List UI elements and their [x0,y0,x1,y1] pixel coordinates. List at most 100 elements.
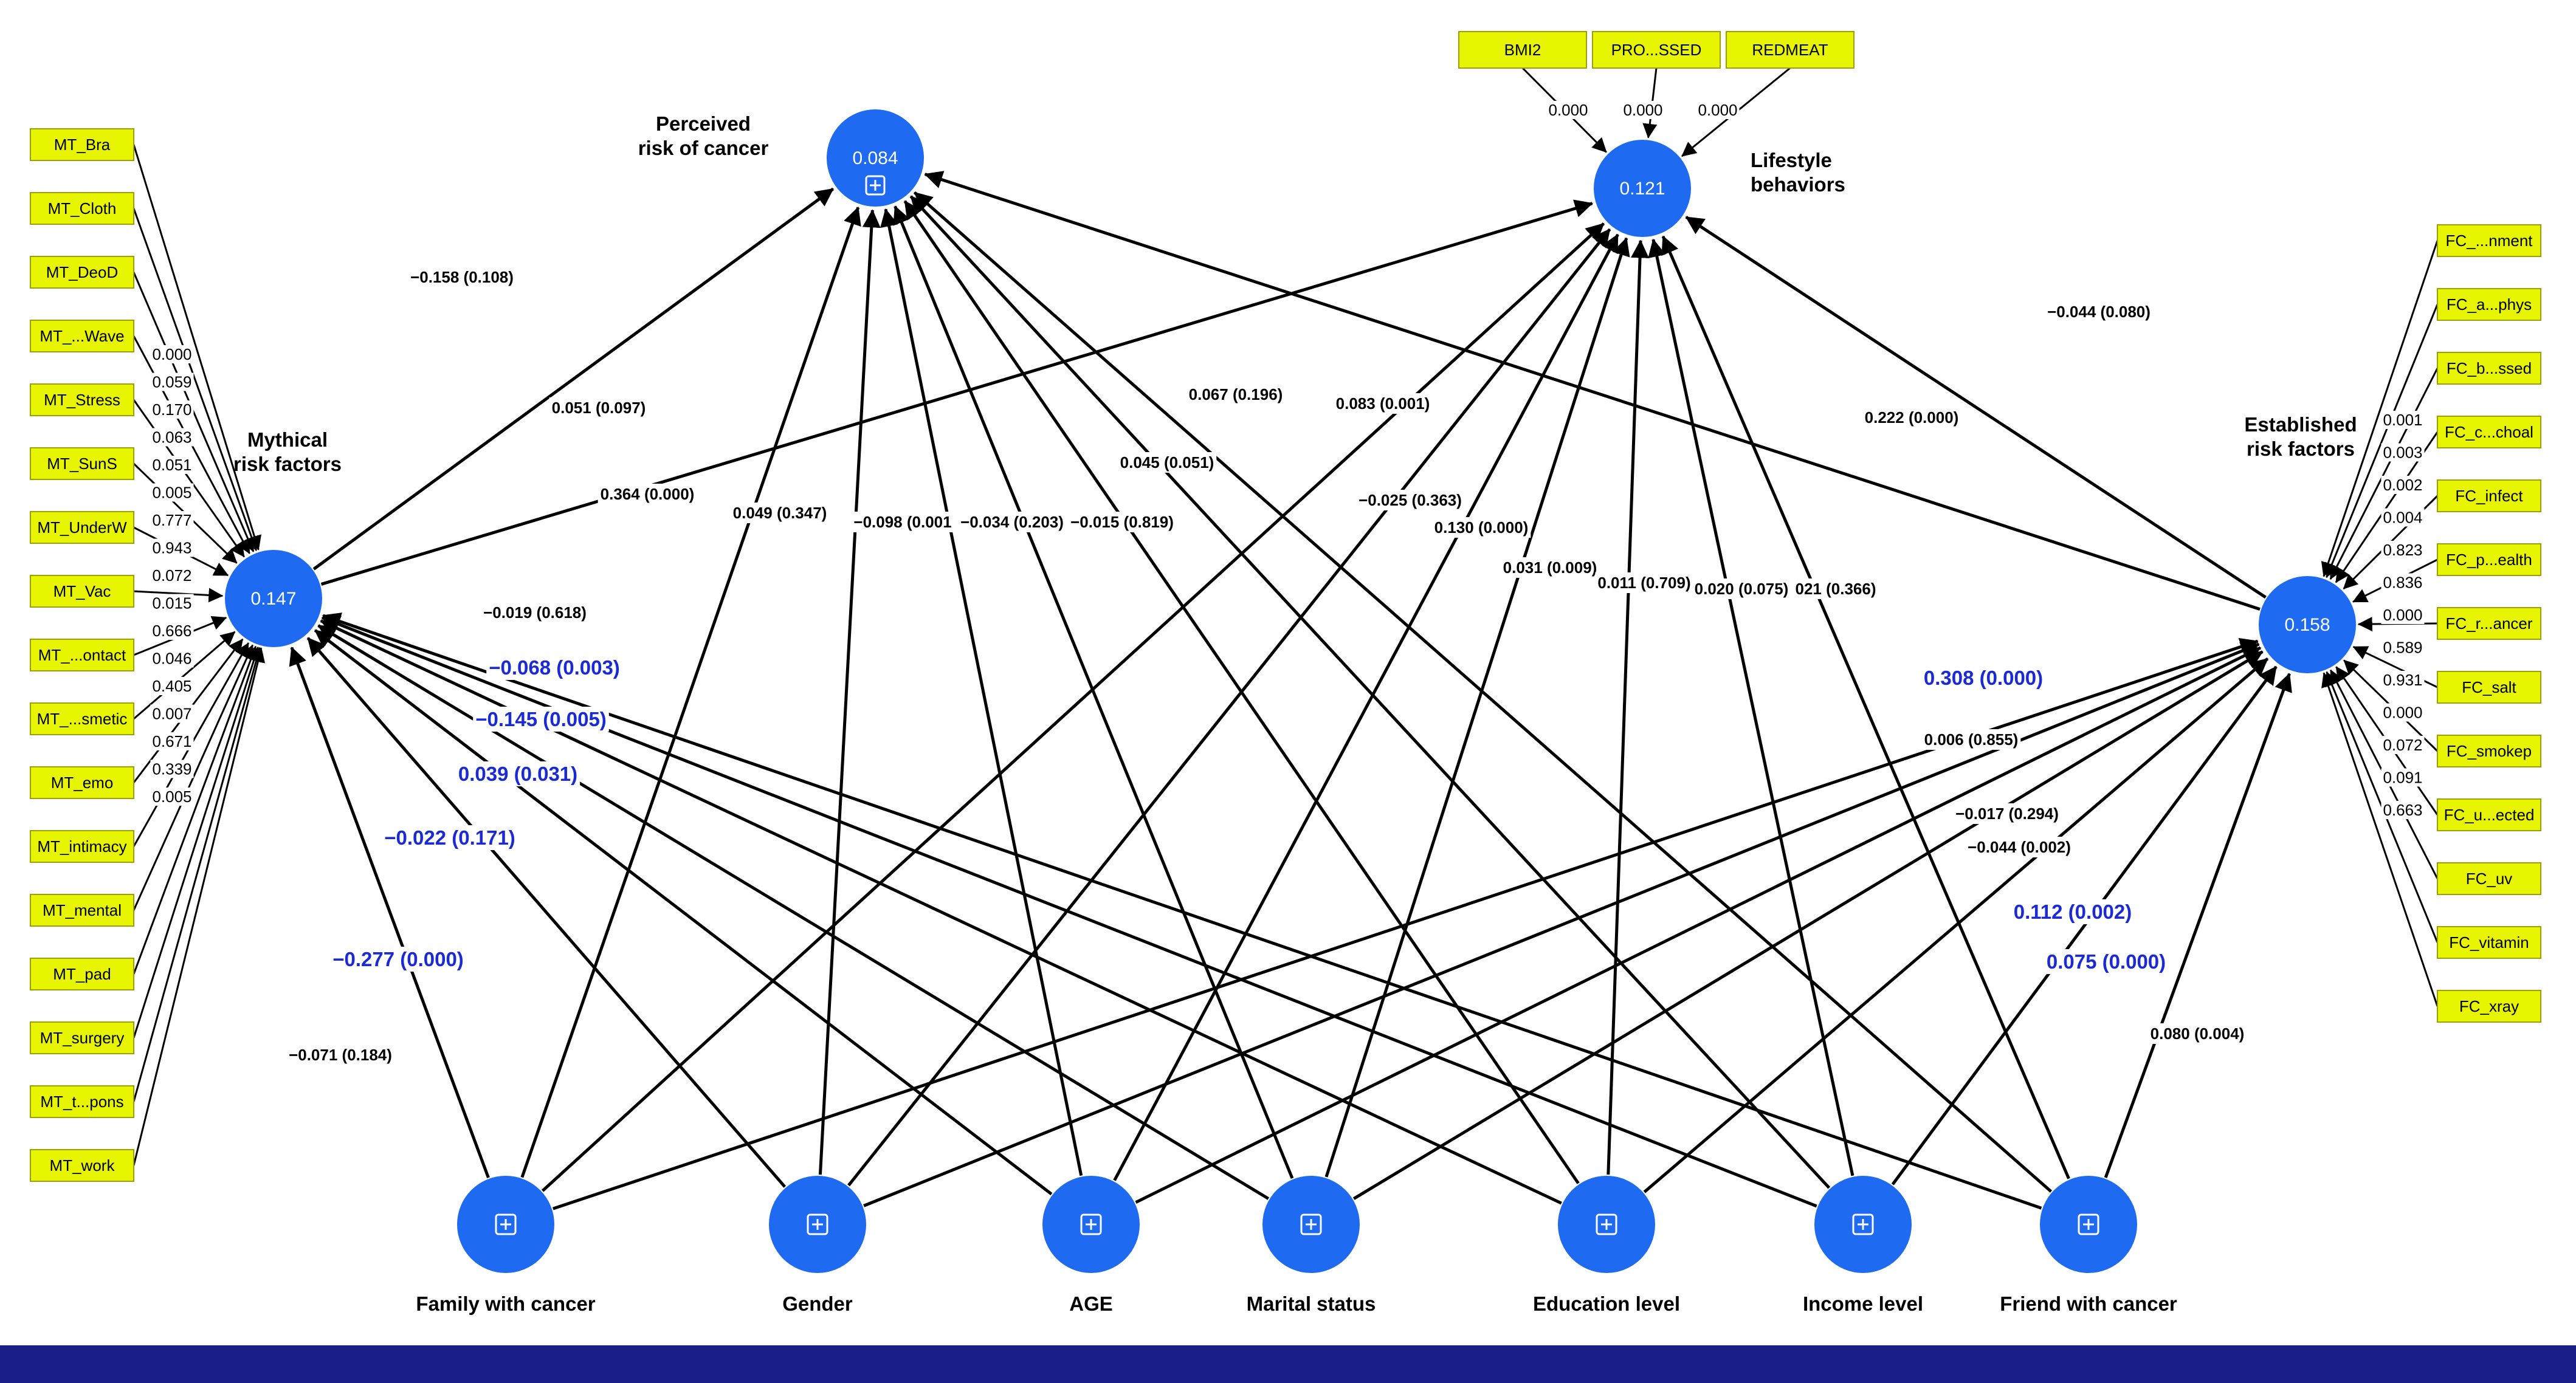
mt-loading-arrow [133,647,263,1102]
demographic-node-friend[interactable] [2040,1176,2137,1273]
path-education-to-lifestyle [1607,239,1650,1175]
fc-loading-arrow [2321,672,2439,1007]
svg-text:MT_DeoD: MT_DeoD [46,263,118,281]
fc-loading-value: 0.002 [2383,476,2422,494]
svg-text:FC_...nment: FC_...nment [2445,232,2533,250]
fc-indicator-box: FC_xray [2437,990,2541,1023]
fc-indicator-box: FC_vitamin [2437,926,2541,959]
demographic-node-family[interactable] [457,1176,554,1273]
path-age-to-lifestyle [1113,233,1619,1181]
demographic-label: Income level [1803,1292,1923,1315]
path-coefficient-income-established: 0.075 (0.000) [2047,950,2166,973]
path-model-diagram: MT_BraMT_ClothMT_DeoDMT_...WaveMT_Stress… [30,31,2541,1315]
fc-loading-value: 0.823 [2383,541,2422,559]
path-income-to-perceived [909,195,1831,1189]
mt-loading-arrow [133,208,259,552]
svg-text:FC_vitamin: FC_vitamin [2449,933,2529,952]
construct-node-established[interactable]: 0.158 [2259,576,2356,673]
path-family-to-perceived [520,206,861,1178]
path-mythical-to-perceived [312,187,835,571]
svg-text:BMI2: BMI2 [1504,41,1541,59]
fc-loading-arrow [2321,240,2439,577]
fc-loading-value: 0.000 [2383,704,2422,722]
demographic-label: AGE [1069,1292,1113,1315]
construct-node-lifestyle[interactable]: 0.121 [1594,140,1691,237]
construct-label-lifestyle: Lifestyle [1751,149,1832,171]
path-coefficient-friend-established: 0.080 (0.004) [2151,1024,2245,1043]
mt-indicator-box: MT_intimacy [30,830,134,863]
svg-text:FC_uv: FC_uv [2466,870,2513,888]
path-income-to-established [1891,665,2278,1186]
demographic-node-marital[interactable] [1262,1176,1360,1273]
mt-indicator-box: MT_UnderW [30,511,134,544]
mt-indicator-box: MT_work [30,1149,134,1182]
path-established-to-lifestyle [1685,216,2267,599]
fc-indicator-box: FC_uv [2437,862,2541,895]
path-age-to-perceived [880,208,1083,1176]
construct-label-established: Established [2244,413,2357,436]
path-coefficient-marital-established: −0.044 (0.002) [1968,838,2071,856]
demographic-node-income[interactable] [1814,1176,1912,1273]
mt-loading-value: 0.051 [152,456,191,474]
svg-text:FC_u...ected: FC_u...ected [2444,806,2535,824]
construct-label-perceived: Perceived [656,112,751,135]
mt-loading-value: 0.059 [152,373,191,391]
construct-label-mythical: Mythical [247,428,328,451]
mt-indicator-box: MT_Cloth [30,192,134,225]
svg-text:FC_c...choal: FC_c...choal [2445,423,2533,441]
demographic-node-age[interactable] [1042,1176,1140,1273]
svg-text:FC_r...ancer: FC_r...ancer [2445,614,2532,633]
path-marital-to-established [1352,650,2264,1200]
path-gender-to-lifestyle [847,228,1611,1187]
path-gender-to-perceived [818,209,881,1175]
path-coefficient-income-perceived: 0.045 (0.051) [1120,453,1214,472]
ls-indicator-box: REDMEAT [1726,31,1855,69]
path-coefficient-family-established: 0.308 (0.000) [1924,667,2043,689]
svg-text:MT_UnderW: MT_UnderW [37,518,127,537]
mt-indicator-box: MT_DeoD [30,256,134,289]
mt-loading-arrow [133,631,236,720]
mt-loading-arrow [133,144,262,551]
path-coefficient-marital-mythical: 0.039 (0.031) [458,763,577,785]
mt-indicator-box: MT_surgery [30,1021,134,1054]
path-marital-to-lifestyle [1324,237,1630,1178]
path-coefficient-gender-lifestyle: −0.025 (0.363) [1359,491,1462,509]
path-coefficient-gender-established: 0.006 (0.855) [1924,730,2019,749]
path-coefficient-gender-mythical: −0.277 (0.000) [332,948,464,970]
path-coefficient-friend-perceived: 0.067 (0.196) [1189,385,1283,403]
r-squared-value: 0.147 [250,589,296,609]
svg-text:FC_b...ssed: FC_b...ssed [2447,359,2532,377]
demographic-node-gender[interactable] [769,1176,866,1273]
mt-loading-value: 0.405 [152,677,191,695]
construct-node-mythical[interactable]: 0.147 [225,550,322,647]
mt-indicator-box: MT_SunS [30,447,134,480]
fc-loading-value: 0.003 [2383,444,2422,462]
path-coefficient-family-mythical: −0.071 (0.184) [289,1046,392,1064]
demographic-label: Gender [782,1292,853,1315]
path-coefficient-education-perceived: −0.015 (0.819) [1070,513,1174,531]
path-coefficient-income-lifestyle: 0.020 (0.075) [1695,580,1789,598]
ls-indicator-box: PRO...SSED [1592,31,1721,69]
path-coefficient-friend-lifestyle: 021 (0.366) [1796,580,1876,598]
svg-text:MT_work: MT_work [50,1156,115,1175]
mt-indicator-box: MT_Vac [30,575,134,608]
fc-indicator-box: FC_b...ssed [2437,352,2541,385]
fc-loading-value: 0.000 [2383,606,2422,624]
construct-label-lifestyle: behaviors [1751,173,1845,196]
mt-indicator-box: MT_Bra [30,128,134,161]
expand-icon [865,175,886,196]
path-coefficient-gender-perceived: 0.049 (0.347) [733,504,827,522]
construct-node-perceived[interactable]: 0.084 [827,109,924,207]
mt-indicator-box: MT_...smetic [30,702,134,735]
svg-text:MT_mental: MT_mental [43,901,122,919]
path-friend-to-established [2104,673,2292,1178]
mt-loading-value: 0.666 [152,622,191,640]
path-age-to-established [1135,646,2262,1204]
demographic-node-education[interactable] [1558,1176,1655,1273]
mt-loading-value: 0.046 [152,650,191,668]
fc-indicator-box: FC_a...phys [2437,288,2541,321]
path-gender-to-established [863,642,2260,1207]
path-coefficient-education-established: 0.112 (0.002) [2014,901,2132,923]
svg-text:FC_a...phys: FC_a...phys [2447,295,2532,314]
svg-text:MT_...smetic: MT_...smetic [37,710,128,728]
